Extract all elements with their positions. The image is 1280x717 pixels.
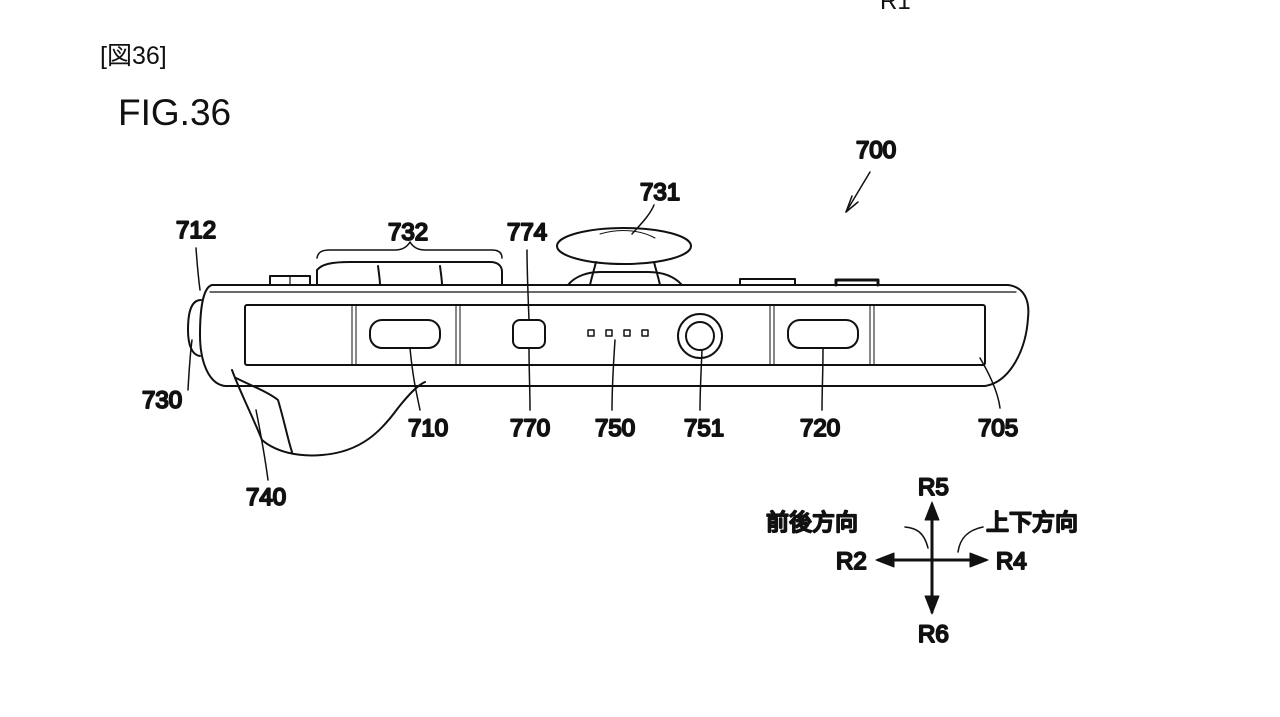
button-770 [512, 319, 546, 349]
side-rail-panel [244, 304, 986, 366]
label-770: 770 [510, 415, 550, 442]
label-751: 751 [684, 415, 724, 442]
label-740: 740 [246, 484, 286, 511]
leds-750 [587, 329, 649, 337]
top-button-right-2 [834, 278, 880, 287]
analog-stick-shadow [599, 230, 656, 239]
analog-stick-base [567, 271, 683, 286]
controller-body-705 [199, 284, 1030, 387]
label-774: 774 [507, 219, 547, 246]
top-button-right-1 [739, 278, 796, 286]
direction-left-label: R2 [836, 548, 867, 575]
leader-lines [187, 171, 1001, 481]
label-731: 731 [640, 179, 680, 206]
up-down-direction-label: 上下方向 [986, 510, 1078, 536]
label-732: 732 [388, 219, 428, 246]
label-712: 712 [176, 217, 216, 244]
buttons-732-divider-1 [377, 265, 381, 286]
button-720 [787, 319, 859, 349]
front-back-direction-label: 前後方向 [766, 510, 858, 536]
up-down-leader [957, 526, 984, 553]
arrow-left-icon [875, 552, 895, 568]
direction-right-label: R4 [996, 548, 1027, 575]
analog-stick-731 [556, 227, 692, 265]
button-751-outer [677, 313, 723, 359]
label-750: 750 [595, 415, 635, 442]
cut-off-label: R1 [880, 0, 911, 15]
buttons-732-divider-2 [439, 265, 443, 286]
strap-730 [187, 299, 202, 357]
rail-divider-lines [351, 305, 875, 365]
label-705: 705 [978, 415, 1018, 442]
button-751-inner [685, 321, 715, 351]
label-730: 730 [142, 387, 182, 414]
arrow-right-icon [969, 552, 989, 568]
figure-title: FIG.36 [118, 92, 232, 133]
buttons-732 [316, 261, 503, 286]
arrow-up-icon [924, 501, 940, 521]
grip-740 [231, 369, 426, 457]
label-700: 700 [856, 137, 896, 164]
front-back-leader [904, 526, 929, 549]
direction-up-label: R5 [918, 474, 949, 501]
direction-down-label: R6 [918, 621, 949, 648]
figure-tag: [図36] [100, 42, 167, 70]
label-710: 710 [408, 415, 448, 442]
grip-inner-line [235, 377, 293, 453]
direction-legend: R5 R6 R2 R4 前後方向 上下方向 [765, 473, 1079, 649]
button-710 [369, 319, 441, 349]
label-720: 720 [800, 415, 840, 442]
analog-stick-stem [589, 261, 661, 286]
arrow-down-icon [924, 595, 940, 615]
